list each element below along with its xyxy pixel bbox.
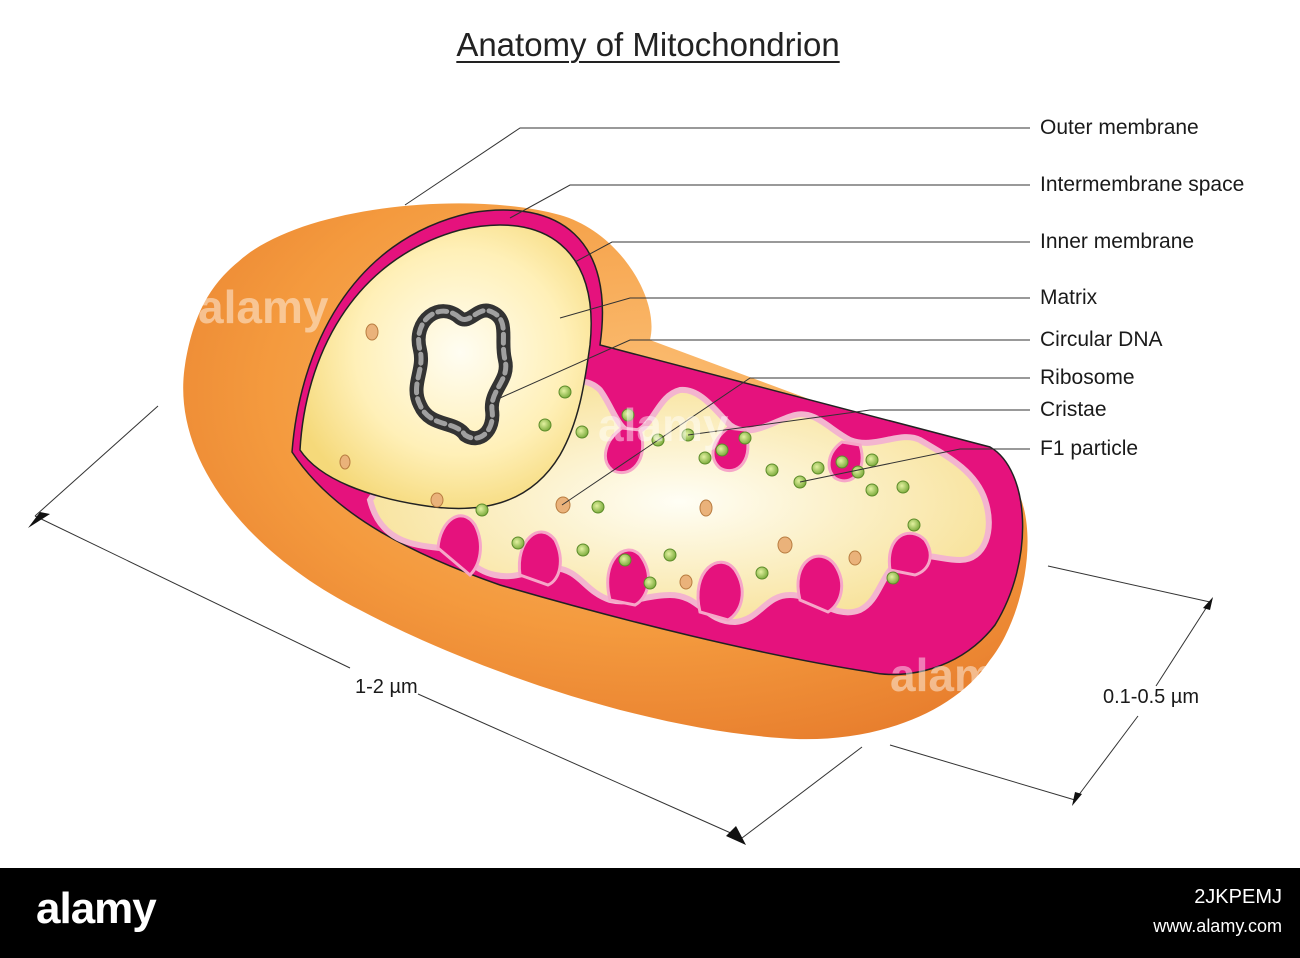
dimension-length: 1-2 µm bbox=[355, 676, 418, 698]
ribosomes bbox=[339, 323, 862, 590]
arrowhead-bottom bbox=[726, 826, 746, 845]
dimension-arrowheads bbox=[28, 512, 1213, 845]
label-inner-membrane: Inner membrane bbox=[1040, 230, 1195, 253]
page-title: Anatomy of Mitochondrion bbox=[456, 26, 840, 63]
image-id: 2JKPEMJ bbox=[1194, 886, 1282, 908]
label-matrix: Matrix bbox=[1040, 286, 1098, 309]
cut-face-matrix bbox=[299, 224, 592, 510]
footer-bar: alamy 2JKPEMJ www.alamy.com bbox=[0, 868, 1300, 958]
arrowhead-bottom-right bbox=[1072, 792, 1082, 806]
leader-lines bbox=[404, 127, 1030, 506]
arrowhead-left bbox=[28, 512, 50, 528]
label-outer-membrane: Outer membrane bbox=[1040, 116, 1199, 139]
label-cristae: Cristae bbox=[1040, 398, 1107, 421]
dimension-lines bbox=[34, 405, 1211, 839]
label-circular-dna: Circular DNA bbox=[1040, 328, 1163, 351]
label-intermembrane-space: Intermembrane space bbox=[1040, 173, 1245, 196]
footer-logo[interactable]: alamy bbox=[36, 884, 157, 933]
label-ribosome: Ribosome bbox=[1040, 366, 1135, 389]
label-f1-particle: F1 particle bbox=[1040, 437, 1139, 460]
footer-site-link[interactable]: www.alamy.com bbox=[1153, 916, 1282, 936]
dimension-width: 0.1-0.5 µm bbox=[1103, 686, 1200, 708]
arrowhead-top-right bbox=[1203, 597, 1213, 610]
f1-particles bbox=[475, 385, 921, 590]
circular-dna bbox=[409, 303, 513, 446]
